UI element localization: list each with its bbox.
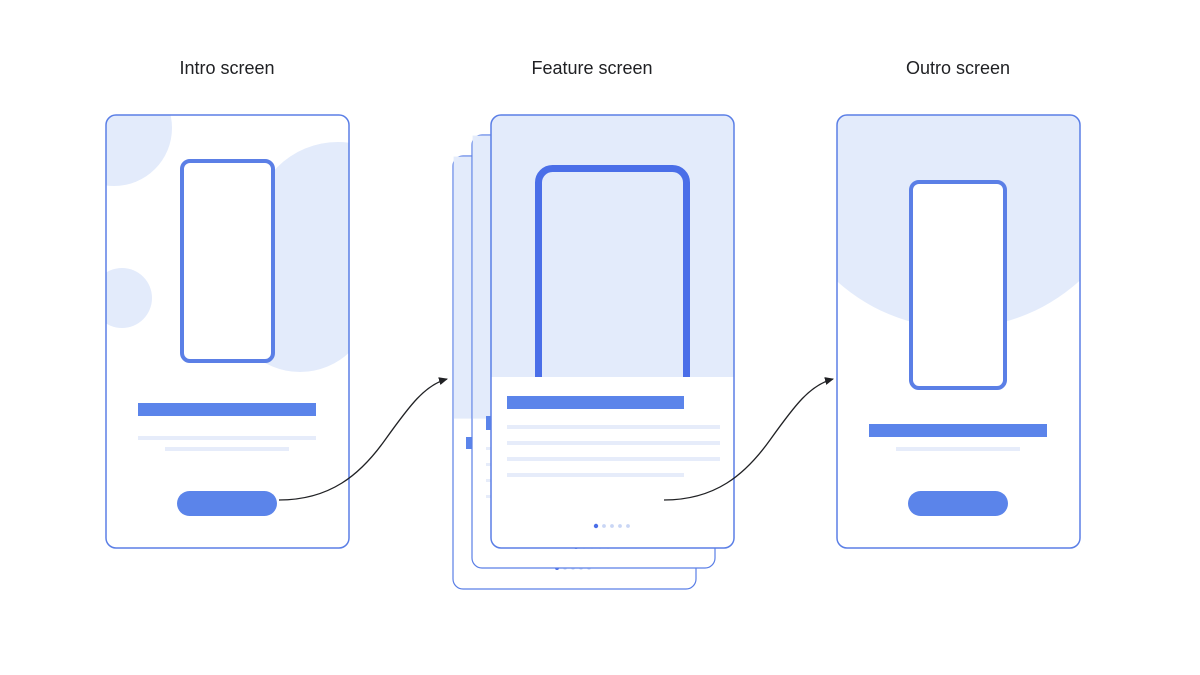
- feature-text-line: [507, 457, 720, 461]
- feature-title-bar: [507, 396, 684, 409]
- intro-blob-left: [106, 268, 152, 328]
- middle-card-title-bar: [486, 416, 494, 430]
- middle-card-image-area: [472, 135, 495, 419]
- outro-cta-button[interactable]: [908, 491, 1008, 516]
- outro-text-line: [896, 447, 1020, 451]
- feature-page-indicator[interactable]: [593, 523, 630, 529]
- feature-screen-frame: [490, 114, 735, 549]
- intro-screen-heading: Intro screen: [179, 58, 275, 78]
- page-dot[interactable]: [610, 524, 614, 528]
- page-dot-active[interactable]: [593, 523, 599, 529]
- page-dot[interactable]: [618, 524, 622, 528]
- feature-screen-heading: Feature screen: [531, 58, 653, 78]
- flow-arrow-intro-to-feature: [278, 377, 448, 501]
- intro-screen-frame: [105, 114, 350, 549]
- flow-arrow-feature-to-outro: [663, 377, 834, 501]
- outro-background-circle: [837, 115, 1080, 328]
- page-dot[interactable]: [602, 524, 606, 528]
- intro-cta-button[interactable]: [177, 491, 277, 516]
- intro-phone-illustration: [180, 159, 275, 363]
- outro-phone-illustration: [909, 180, 1007, 390]
- feature-text-line: [507, 441, 720, 445]
- page-dot[interactable]: [626, 524, 630, 528]
- middle-card-text-lines: [486, 447, 492, 498]
- intro-text-line: [165, 447, 289, 451]
- intro-title-bar: [138, 403, 316, 416]
- intro-text-line: [138, 436, 316, 440]
- feature-text-line: [507, 473, 684, 477]
- intro-blob-top-left: [106, 115, 172, 186]
- outro-screen-heading: Outro screen: [905, 58, 1011, 78]
- outro-title-bar: [869, 424, 1047, 437]
- feature-text-line: [507, 425, 720, 429]
- feature-image-area: [491, 115, 734, 377]
- outro-screen-frame: [836, 114, 1081, 549]
